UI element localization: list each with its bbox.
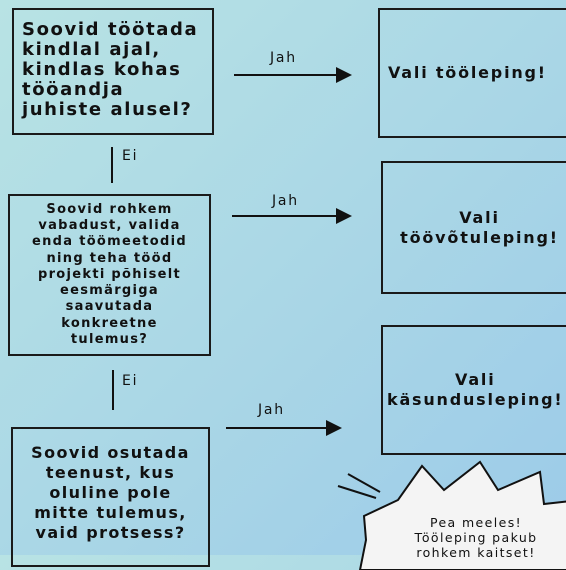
answer-box-3: Vali käsundusleping! [381,325,566,455]
answer-2-text: Vali töövõtuleping! [400,207,559,247]
question-1-text: Soovid töötada kindlal ajal, kindlas koh… [22,19,199,120]
no-label-2: Ei [122,373,139,389]
yes-label-3: Jah [258,402,285,418]
question-2-text: Soovid rohkem vabadust, valida enda tööm… [32,202,187,347]
reminder-note: Pea meeles! Tööleping pakub rohkem kaits… [414,515,538,560]
yes-label-2: Jah [272,193,299,209]
flow-connectors [111,67,352,436]
question-box-2: Soovid rohkem vabadust, valida enda tööm… [8,194,211,356]
question-3-text: Soovid osutada teenust, kus oluline pole… [31,443,190,542]
question-box-1: Soovid töötada kindlal ajal, kindlas koh… [12,8,214,135]
yes-label-1: Jah [270,50,297,66]
answer-1-text: Vali tööleping! [388,63,547,82]
callout-burst [337,460,566,570]
answer-box-2: Vali töövõtuleping! [381,161,566,294]
question-box-3: Soovid osutada teenust, kus oluline pole… [11,427,210,567]
no-label-1: Ei [122,148,139,164]
answer-box-1: Vali tööleping! [378,8,566,138]
answer-3-text: Vali käsundusleping! [387,370,564,409]
